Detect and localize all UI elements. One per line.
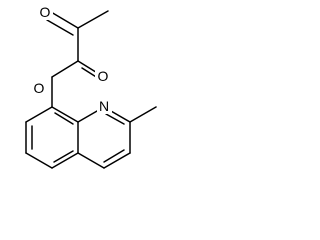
bond-ring-c6-c5 — [25, 152, 53, 169]
bond-ketone-carbon-oxygen-primary — [50, 11, 79, 29]
bond-ring-c3-c4 — [103, 152, 131, 169]
bond-c2-to-methyl — [129, 106, 157, 123]
bond-ring-c8a-c8 — [51, 106, 79, 123]
carbonyl-oxygen-label: O — [98, 68, 109, 84]
bonds — [25, 10, 157, 169]
ester-oxygen-mask — [32, 80, 47, 96]
ring-nitrogen-mask — [97, 98, 112, 114]
bond-methyl-to-ketone-carbon — [77, 10, 109, 29]
bond-ring-c4-c4a — [77, 152, 105, 169]
ketone-oxygen-label: O — [40, 4, 51, 20]
bond-ester-carbon-ester-oxygen — [51, 60, 79, 78]
atom-labels: O O O N — [32, 4, 112, 114]
bond-ring-c5-c4a — [51, 152, 79, 169]
carbonyl-oxygen-mask — [95, 69, 110, 85]
bond-ketone-carbon-oxygen-secondary — [46, 19, 74, 36]
ring-nitrogen-label: N — [99, 98, 109, 114]
molecule-structure: O O O N — [25, 4, 157, 169]
bond-ring-c5-c4a-inner — [53, 150, 74, 163]
bond-ring-n-c2-inner — [105, 113, 125, 125]
bond-ring-c8a-c8-inner — [54, 112, 74, 125]
bond-ring-c3-c4-inner — [103, 149, 125, 163]
bond-ring-c8-c7 — [25, 106, 53, 123]
ester-oxygen-label: O — [34, 80, 45, 96]
ketone-oxygen-mask — [38, 4, 53, 20]
